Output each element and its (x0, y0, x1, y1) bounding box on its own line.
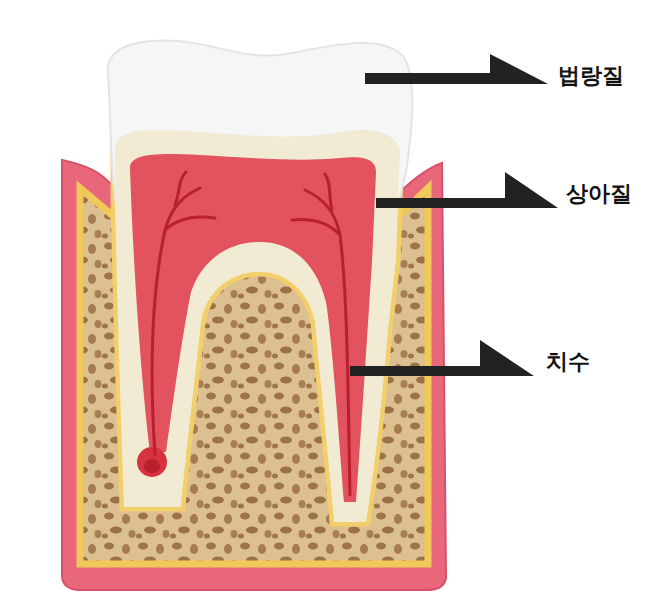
pulp-apex-core (144, 459, 160, 473)
leader-arrow (350, 340, 534, 376)
part-label: 상아질 (566, 180, 632, 209)
pulp (130, 154, 376, 502)
blood-vessels (152, 172, 350, 495)
leader-arrow (376, 172, 558, 208)
leader-arrows (350, 54, 558, 376)
root-lining (115, 130, 400, 522)
pulp-apex (137, 447, 167, 477)
part-label: 법랑질 (558, 62, 624, 91)
leader-arrow (365, 54, 548, 84)
part-label: 치수 (546, 348, 590, 377)
dentin (115, 130, 400, 522)
